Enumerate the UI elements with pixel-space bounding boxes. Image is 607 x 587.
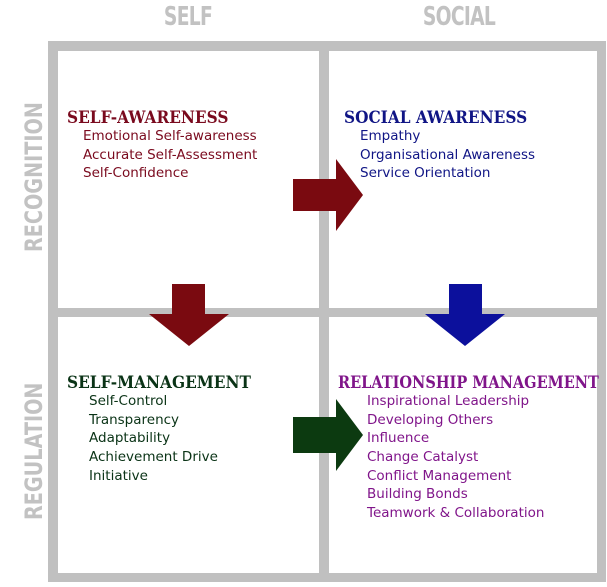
row-header-recognition: RECOGNITION xyxy=(20,102,48,252)
column-header-self: SELF xyxy=(163,2,213,32)
social-awareness-list: Empathy Organisational Awareness Service… xyxy=(360,127,535,183)
social-awareness-title: SOCIAL AWARENESS xyxy=(344,108,528,127)
list-item: Organisational Awareness xyxy=(360,146,536,163)
list-item: Inspirational Leadership xyxy=(367,393,530,409)
list-item: Accurate Self-Assessment xyxy=(83,146,258,163)
list-item: Teamwork & Collaboration xyxy=(367,505,545,522)
list-item: Self-Control xyxy=(89,393,168,409)
relationship-management-list: Inspirational Leadership Developing Othe… xyxy=(367,392,544,523)
list-item: Empathy xyxy=(360,128,421,144)
arrow-right-red-icon xyxy=(293,159,363,231)
relationship-management-title: RELATIONSHIP MANAGEMENT xyxy=(338,373,599,392)
list-item: Building Bonds xyxy=(367,486,468,503)
list-item: Service Orientation xyxy=(360,165,491,182)
list-item: Self-Confidence xyxy=(83,165,189,182)
list-item: Influence xyxy=(367,430,430,447)
list-item: Achievement Drive xyxy=(89,449,218,466)
row-header-regulation: REGULATION xyxy=(20,382,48,520)
arrow-down-blue-icon xyxy=(425,284,505,346)
list-item: Change Catalyst xyxy=(367,449,479,466)
list-item: Initiative xyxy=(89,467,148,484)
column-header-social: SOCIAL xyxy=(422,2,496,32)
grid-divider-horizontal xyxy=(48,308,606,317)
self-management-list: Self-Control Transparency Adaptability A… xyxy=(89,392,218,485)
list-item: Adaptability xyxy=(89,430,171,447)
arrow-down-red-icon xyxy=(149,284,229,346)
self-management-title: SELF-MANAGEMENT xyxy=(67,373,251,392)
arrow-right-green-icon xyxy=(293,399,363,471)
self-awareness-title: SELF-AWARENESS xyxy=(67,108,229,127)
list-item: Emotional Self-awareness xyxy=(83,128,257,144)
self-awareness-list: Emotional Self-awareness Accurate Self-A… xyxy=(83,127,257,183)
list-item: Transparency xyxy=(89,411,180,428)
list-item: Conflict Management xyxy=(367,467,512,484)
list-item: Developing Others xyxy=(367,411,494,428)
